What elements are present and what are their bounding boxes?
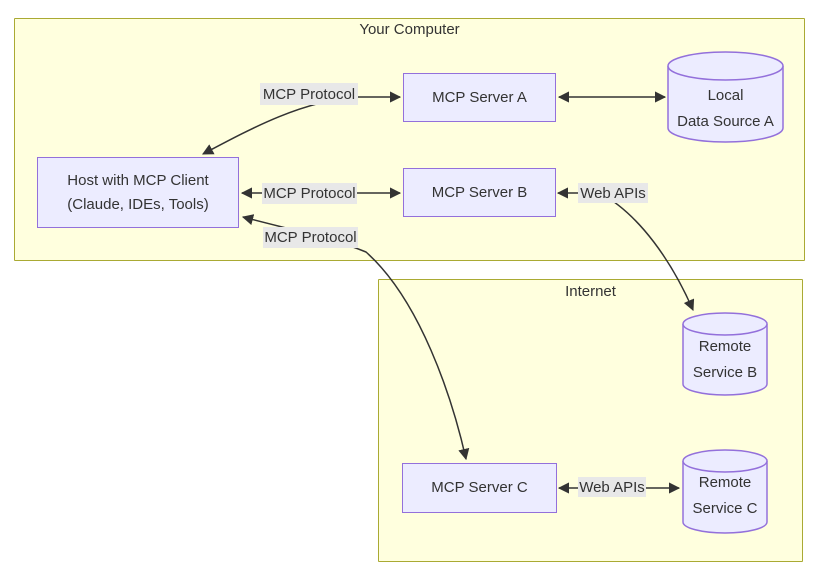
cylinder-local-data-source-a [667, 51, 784, 143]
edge-label-web-apis-1: Web APIs [578, 183, 648, 203]
node-mcp-server-c-label: MCP Server C [431, 479, 528, 496]
node-remote-service-c-label: Remote Service C [683, 470, 767, 522]
edge-host-server-c [241, 214, 470, 461]
edge-host-server-a [202, 91, 402, 155]
cluster-internet-title: Internet [565, 283, 616, 300]
node-mcp-server-c: MCP Server C [402, 463, 557, 513]
cluster-your-computer-title: Your Computer [359, 21, 460, 38]
node-mcp-server-a: MCP Server A [403, 73, 556, 122]
local-data-source-a-line2: Data Source A [677, 113, 774, 130]
edge-label-mcp-protocol-2: MCP Protocol [262, 183, 357, 204]
remote-service-b-line1: Remote [698, 338, 752, 355]
edge-label-mcp-protocol-3: MCP Protocol [263, 227, 358, 248]
local-data-source-a-line1: Local [707, 87, 744, 104]
remote-service-c-line2: Service C [692, 500, 758, 517]
remote-service-c-line1: Remote [698, 474, 752, 491]
node-local-data-source-a-label: Local Data Source A [668, 83, 783, 135]
cylinder-remote-service-c [682, 449, 768, 534]
remote-service-b-line2: Service B [692, 364, 758, 381]
node-host: Host with MCP Client (Claude, IDEs, Tool… [37, 157, 239, 228]
edge-label-web-apis-2: Web APIs [578, 477, 646, 497]
node-host-line1: Host with MCP Client [67, 171, 209, 189]
node-host-line2: (Claude, IDEs, Tools) [67, 195, 209, 213]
node-remote-service-b-label: Remote Service B [683, 334, 767, 386]
cylinder-remote-service-b [682, 312, 768, 396]
node-mcp-server-b-label: MCP Server B [431, 183, 528, 201]
node-mcp-server-b: MCP Server B [403, 168, 556, 217]
edge-label-mcp-protocol-1: MCP Protocol [260, 83, 358, 105]
node-mcp-server-a-label: MCP Server A [432, 88, 527, 106]
